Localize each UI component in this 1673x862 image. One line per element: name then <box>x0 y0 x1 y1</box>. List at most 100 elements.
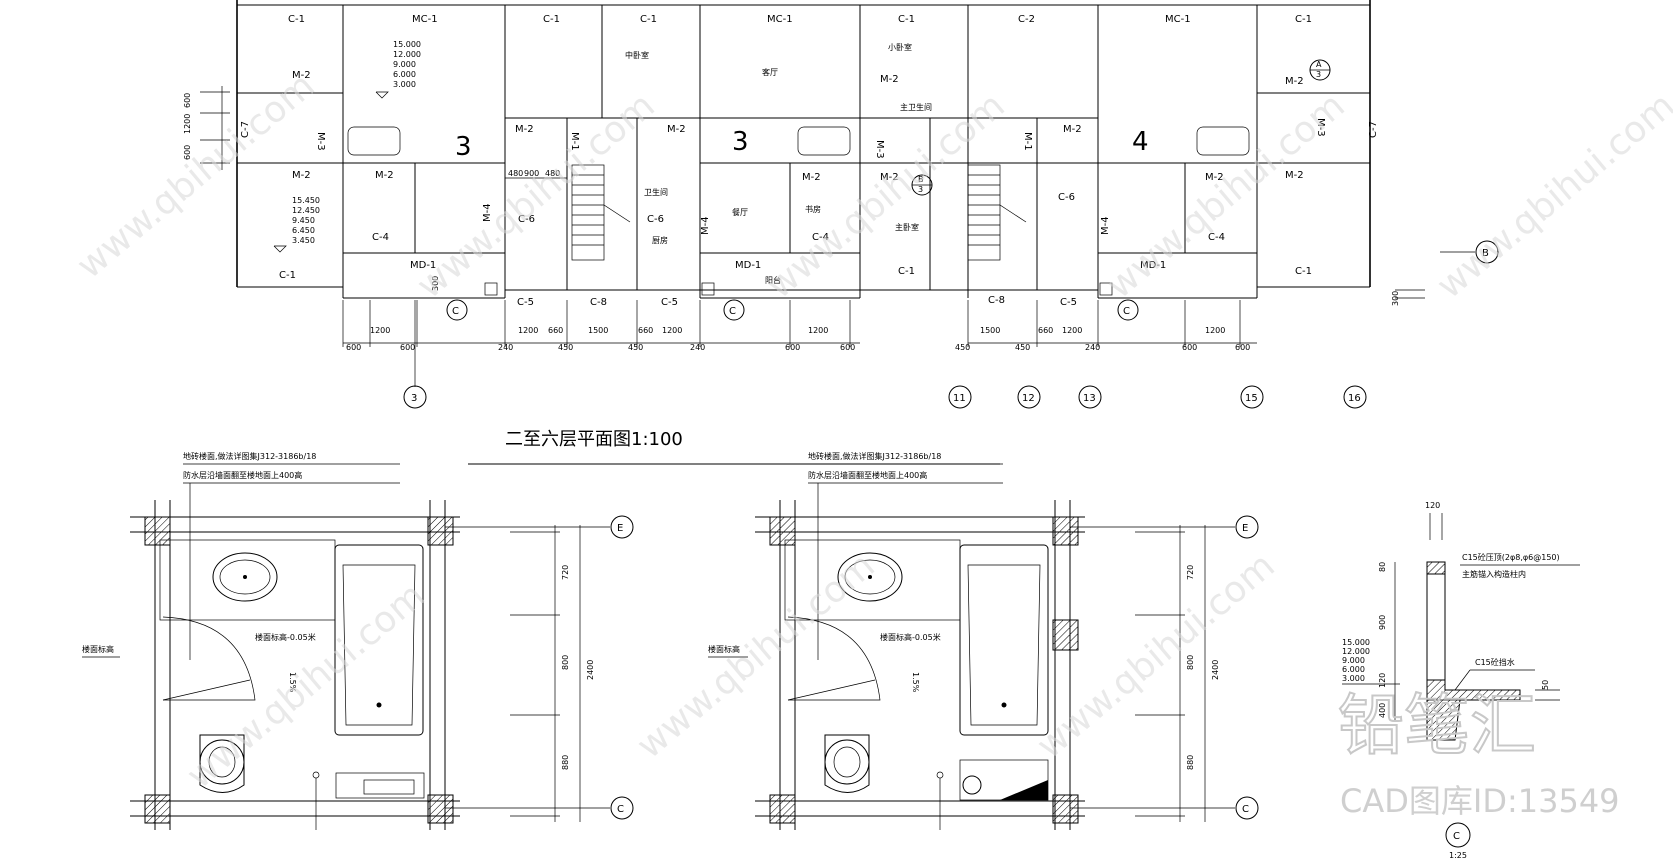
svg-text:50: 50 <box>1541 680 1550 690</box>
axis-bubble-11 <box>948 385 972 409</box>
bathtub-plan-3 <box>1196 126 1250 156</box>
svg-text:15.450: 15.450 <box>292 196 320 205</box>
svg-text:11: 11 <box>953 393 966 404</box>
door-m2-12: M-2 <box>1285 170 1304 181</box>
svg-text:660: 660 <box>548 326 563 335</box>
room-dining: 餐厅 <box>732 208 748 217</box>
window-c5-1: C-5 <box>517 297 534 308</box>
door-m2-10: M-2 <box>1205 172 1224 183</box>
bath-right-floor-level: 楼面标高-0.05米 <box>880 632 941 642</box>
svg-text:1200: 1200 <box>518 326 538 335</box>
label-c1-b: C-1 <box>543 14 560 25</box>
brand-watermark: 铅笔汇 <box>1338 687 1536 764</box>
window-c6-3: C-6 <box>1058 192 1075 203</box>
dims-small: 480 900 480 <box>505 169 567 179</box>
window-c1-3: C-1 <box>1295 266 1312 277</box>
dims-left-vertical: 600 1200 600 <box>183 86 230 170</box>
svg-text:120: 120 <box>1378 673 1387 688</box>
svg-text:C: C <box>1123 306 1130 317</box>
door-m3-3: M-3 <box>1315 118 1326 137</box>
svg-text:6.450: 6.450 <box>292 226 315 235</box>
room-master-bedroom: 主卧室 <box>895 222 919 232</box>
svg-text:480: 480 <box>545 169 560 178</box>
svg-text:600: 600 <box>346 343 361 352</box>
detail-c15-label: C15砼挡水 <box>1475 657 1515 667</box>
svg-text:C: C <box>452 306 459 317</box>
wall-detail: 120 C15砼压顶(2φ8,φ6@150) 主筋锚入构造柱内 80 900 1… <box>1342 501 1580 860</box>
svg-text:450: 450 <box>558 343 573 352</box>
bath-right-total-dim: 2400 <box>1211 660 1220 680</box>
bath-right-note-2: 防水层沿墙面翻至楼地面上400高 <box>808 470 927 480</box>
svg-text:600: 600 <box>785 343 800 352</box>
bath-left-total-dim: 2400 <box>586 660 595 680</box>
svg-text:15.000: 15.000 <box>393 40 421 49</box>
svg-text:600: 600 <box>183 93 192 108</box>
room-mid-bedroom: 中卧室 <box>625 50 649 60</box>
svg-text:3.450: 3.450 <box>292 236 315 245</box>
svg-text:9.450: 9.450 <box>292 216 315 225</box>
svg-text:3: 3 <box>918 185 923 194</box>
svg-text:1200: 1200 <box>183 114 192 134</box>
axis-bubble-c-left <box>610 796 634 820</box>
bath-right-floor-mark: 楼面标高 <box>708 644 740 654</box>
svg-text:C: C <box>1453 831 1460 842</box>
svg-text:12.000: 12.000 <box>1342 647 1370 656</box>
bath-left-floor-mark: 楼面标高 <box>82 644 114 654</box>
bath-right-note-1: 地砖楼面,做法详图集J312-3186b/18 <box>808 451 941 461</box>
svg-text:800: 800 <box>561 655 570 670</box>
detail-scale: 1:25 <box>1449 851 1467 860</box>
svg-text:720: 720 <box>561 565 570 580</box>
door-m2-2: M-2 <box>292 170 311 181</box>
elevations-mid: 15.450 12.450 9.450 6.450 3.450 <box>273 196 320 253</box>
svg-text:12: 12 <box>1022 393 1035 404</box>
svg-text:B: B <box>1482 248 1489 259</box>
door-swing <box>162 616 256 701</box>
door-m4-3: M-4 <box>1100 216 1111 235</box>
window-c4-3: C-4 <box>1208 232 1225 243</box>
svg-text:880: 880 <box>561 755 570 770</box>
svg-text:600: 600 <box>840 343 855 352</box>
window-md1-1: MD-1 <box>410 260 436 271</box>
svg-text:3: 3 <box>411 393 417 404</box>
svg-text:660: 660 <box>638 326 653 335</box>
detail-mark-c <box>1445 822 1471 848</box>
door-m2-8: M-2 <box>880 172 899 183</box>
room-study: 书房 <box>805 204 821 214</box>
window-c1-2: C-1 <box>898 266 915 277</box>
door-m2-6: M-2 <box>802 172 821 183</box>
svg-text:13: 13 <box>1083 393 1096 404</box>
label-c2: C-2 <box>1018 14 1035 25</box>
svg-text:660: 660 <box>1038 326 1053 335</box>
floor-plan: C-1 MC-1 C-1 C-1 MC-1 C-1 C-2 MC-1 C-1 中… <box>183 0 1499 465</box>
svg-text:720: 720 <box>1186 565 1195 580</box>
svg-text:E: E <box>617 523 623 534</box>
dims-bottom: 600 1200 600 240 1200 660 450 1500 450 6… <box>342 300 1257 352</box>
brand-id-watermark: CAD图库ID:13549 <box>1340 782 1620 820</box>
svg-text:600: 600 <box>1235 343 1250 352</box>
detail-note-2: 主筋锚入构造柱内 <box>1462 569 1526 579</box>
column-hatch-tl <box>144 516 171 546</box>
svg-text:240: 240 <box>1085 343 1100 352</box>
bathtub-right <box>959 544 1049 736</box>
bathroom-detail-right: 地砖楼面,做法详图集J312-3186b/18 防水层沿墙面翻至楼地面上400高 <box>708 451 1259 830</box>
sink-right <box>837 552 903 602</box>
svg-text:1200: 1200 <box>1062 326 1082 335</box>
svg-text:480: 480 <box>508 169 523 178</box>
room-kitchen: 厨房 <box>652 235 668 245</box>
axis-bubble-e-left <box>610 515 634 539</box>
svg-text:450: 450 <box>955 343 970 352</box>
watermark-8: www.qbihui.com <box>1029 545 1282 767</box>
detail-note-1: C15砼压顶(2φ8,φ6@150) <box>1462 552 1560 562</box>
door-m4-2: M-4 <box>700 216 711 235</box>
svg-text:C: C <box>729 306 736 317</box>
door-m2-1: M-2 <box>292 70 311 81</box>
bath-left-floor-level: 楼面标高-0.05米 <box>255 632 316 642</box>
room-master-bath: 主卫生间 <box>900 102 932 112</box>
dim-300-right: 300 <box>1391 291 1400 306</box>
svg-text:900: 900 <box>1378 615 1387 630</box>
svg-text:80: 80 <box>1378 562 1387 572</box>
door-m2-5: M-2 <box>667 124 686 135</box>
bath-left-note-1: 地砖楼面,做法详图集J312-3186b/18 <box>183 451 316 461</box>
svg-text:1200: 1200 <box>662 326 682 335</box>
